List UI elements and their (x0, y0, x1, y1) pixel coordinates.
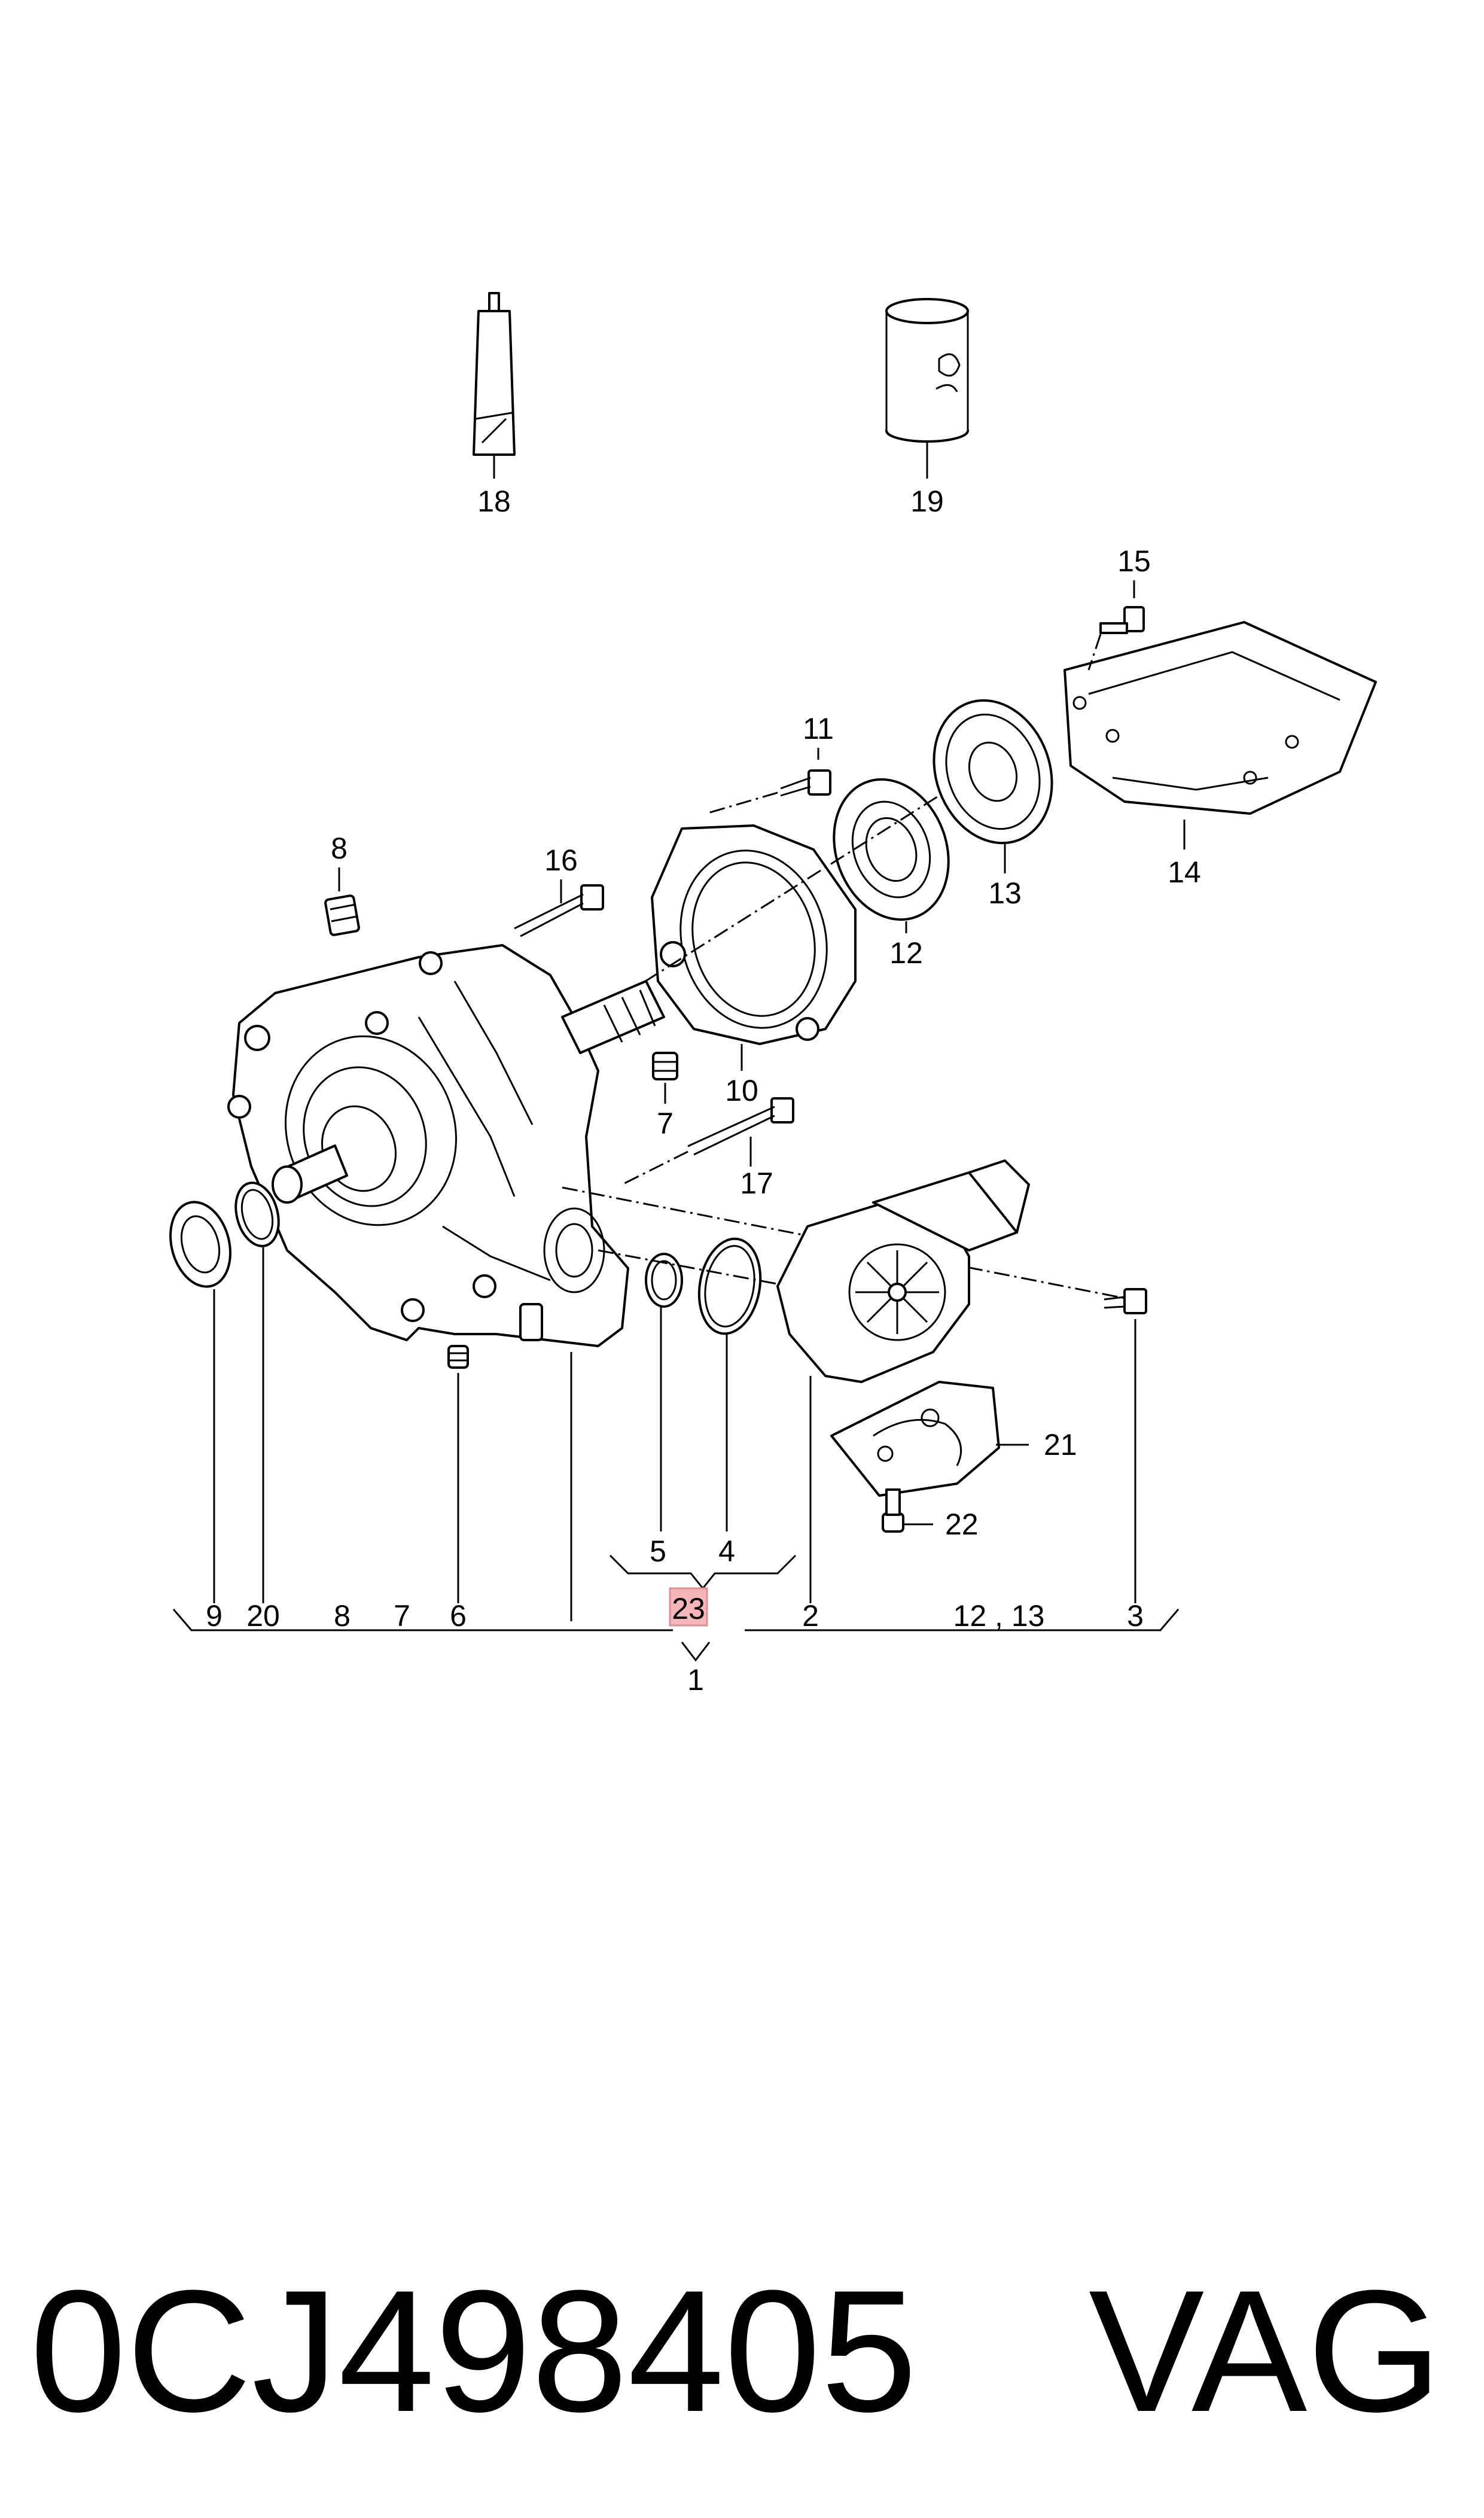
actuator-motor-2-part (776, 1159, 1030, 1603)
transfer-case-housing-1-part (227, 944, 665, 1621)
seal-ring-12-part (833, 778, 950, 933)
brand-name: VAG (1089, 2254, 1442, 2448)
callout-18: 18 (477, 485, 511, 518)
bolt-17-part (621, 1097, 794, 1186)
callout-7: 7 (657, 1107, 674, 1140)
callout-13: 13 (988, 876, 1022, 910)
strainer-21-part (830, 1381, 1029, 1497)
oil-can-part (885, 298, 969, 479)
kit-label-2: 2 (802, 1599, 819, 1633)
callout-22: 22 (945, 1508, 979, 1541)
bolt-16-part (514, 879, 604, 937)
part-number: 0CJ498405 (30, 2254, 917, 2448)
callout-17: 17 (740, 1167, 773, 1200)
callout-14: 14 (1168, 855, 1201, 889)
kit-label-6: 6 (450, 1599, 467, 1633)
callout-labels: 18 19 15 11 8 16 13 14 12 10 7 17 21 22 … (206, 485, 1201, 1697)
plug-8-part (324, 867, 360, 936)
kit-label-8: 8 (334, 1599, 351, 1633)
seal-9-part (169, 1201, 231, 1603)
callout-16: 16 (544, 844, 578, 877)
bolt-3-part (1104, 1288, 1147, 1603)
callout-12: 12 (889, 936, 923, 970)
screw-6-part (447, 1345, 469, 1603)
highlight-box (669, 1587, 708, 1627)
kit-label-3: 3 (1127, 1599, 1144, 1633)
kit-label-9: 9 (206, 1599, 223, 1633)
kit-label-7: 7 (394, 1599, 410, 1633)
bearing-housing-10-part (651, 824, 857, 1071)
kit-label-4: 4 (718, 1534, 735, 1568)
callout-21: 21 (1044, 1428, 1077, 1462)
o-ring-4-part (697, 1237, 762, 1531)
callout-11: 11 (803, 712, 834, 745)
kit-label-5: 5 (650, 1534, 666, 1568)
callout-8: 8 (331, 832, 348, 865)
o-ring-20-part (234, 1182, 280, 1603)
kit-label-12-13: 12 , 13 (953, 1599, 1045, 1633)
callout-10: 10 (725, 1074, 758, 1107)
o-ring-5-part (645, 1253, 683, 1531)
screw-22-part (882, 1488, 933, 1533)
callout-23: 23 (672, 1592, 705, 1625)
callout-15: 15 (1117, 544, 1151, 578)
bolt-11-part (705, 748, 831, 815)
sealant-tube-part (473, 292, 516, 479)
seal-ring-13-part (933, 699, 1053, 873)
plug-7-part (652, 1052, 678, 1104)
kit-label-20: 20 (246, 1599, 280, 1633)
callout-19: 19 (910, 485, 944, 518)
heat-shield-part (1064, 621, 1377, 850)
callout-1: 1 (687, 1663, 704, 1697)
bolt-15-part (1087, 580, 1145, 671)
